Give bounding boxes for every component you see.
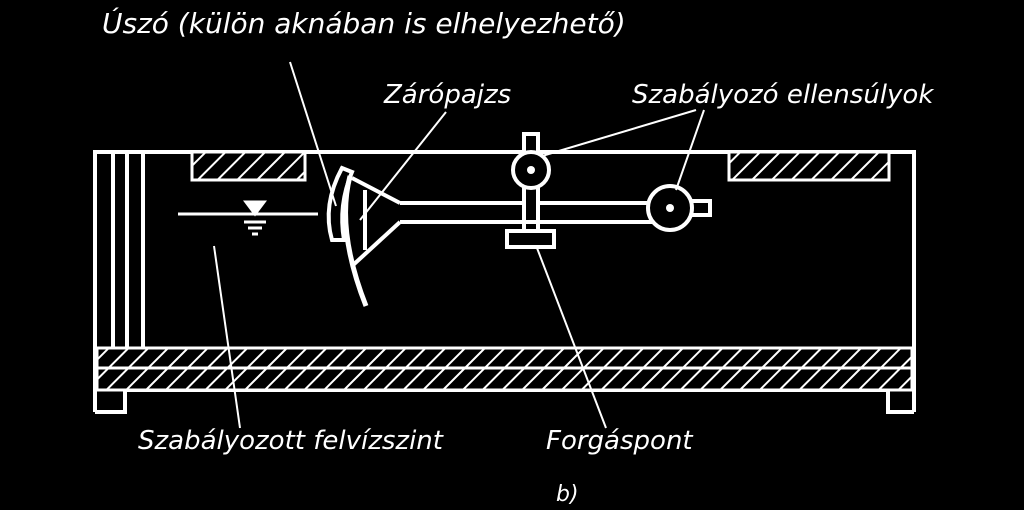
channel-base xyxy=(95,366,914,392)
counterweights-label: Szabályozó ellensúlyok xyxy=(632,80,934,110)
leader-lines xyxy=(213,61,705,429)
figure-label: b) xyxy=(556,482,579,507)
pivot-label: Forgáspont xyxy=(546,426,693,456)
left-wall xyxy=(111,154,145,348)
shutter-plate xyxy=(326,165,369,307)
counterweight-upper xyxy=(511,150,551,190)
shutter-label: Zárópajzs xyxy=(384,80,512,110)
channel-floor xyxy=(95,346,914,370)
shutter-frame xyxy=(350,176,402,268)
float-label: Úszó (külön aknában is elhelyezhető) xyxy=(102,7,626,40)
top-slab-left xyxy=(190,150,307,182)
top-slab-right xyxy=(727,150,891,182)
water-level-symbol xyxy=(178,200,318,236)
water-level-label: Szabályozott felvízszint xyxy=(138,426,443,456)
counterweight-arm xyxy=(646,184,694,232)
